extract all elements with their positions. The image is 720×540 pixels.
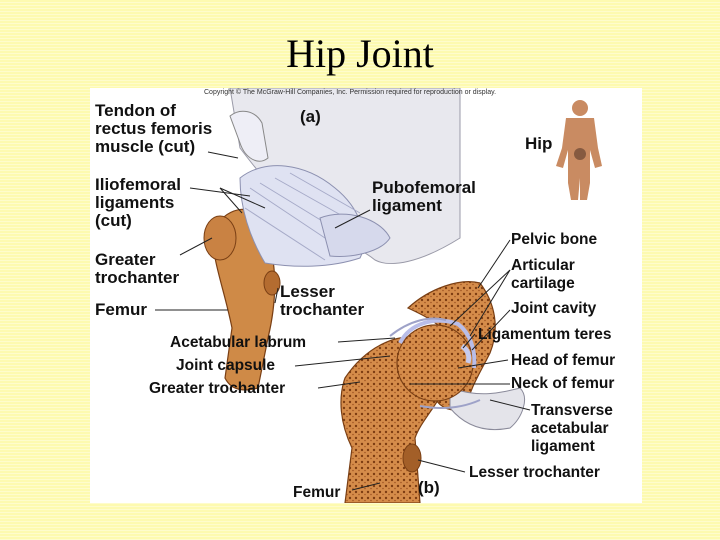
label-tendon-rectus-femoris: Tendon of rectus femoris muscle (cut) (95, 102, 212, 156)
label-line: Lesser (280, 282, 335, 301)
label-pubofemoral-ligament: Pubofemoral ligament (372, 179, 476, 215)
label-line: Iliofemoral (95, 175, 181, 194)
label-line: trochanter (280, 300, 365, 319)
label-transverse-acetabular-ligament: Transverse acetabular ligament (531, 402, 613, 456)
panel-b-tag: (b) (418, 478, 440, 497)
label-greater-trochanter-a: Greater trochanter (95, 251, 179, 287)
copyright-notice: Copyright © The McGraw-Hill Companies, I… (204, 89, 497, 96)
rectus-tendon (229, 110, 269, 162)
label-joint-capsule: Joint capsule (176, 357, 276, 374)
head-of-femur-b (396, 324, 474, 402)
lesser-trochanter-a (263, 270, 281, 296)
label-acetabular-labrum: Acetabular labrum (170, 334, 307, 351)
pubofemoral-ligament (319, 213, 391, 257)
label-articular-cartilage: Articular cartilage (511, 257, 575, 293)
label-line: cartilage (511, 275, 575, 292)
label-line: Tendon of (95, 101, 176, 120)
panel-a-drawing (203, 88, 461, 391)
label-femur-a: Femur (95, 300, 147, 319)
label-iliofemoral-ligaments: Iliofemoral ligaments (cut) (95, 176, 181, 230)
anatomy-illustration (155, 88, 602, 503)
body-inset (556, 100, 602, 200)
label-line: Greater (95, 250, 156, 269)
label-neck-of-femur: Neck of femur (511, 375, 615, 392)
label-line: trochanter (95, 268, 180, 287)
label-line: rectus femoris (95, 119, 213, 138)
label-line: muscle (cut) (95, 137, 196, 156)
label-line: Pubofemoral (372, 178, 476, 197)
hip-joint-figure: Copyright © The McGraw-Hill Companies, I… (90, 88, 642, 503)
greater-trochanter-a (203, 215, 237, 261)
label-line: Articular (511, 257, 575, 274)
panel-b-drawing (340, 281, 525, 503)
slide-title: Hip Joint (286, 31, 434, 76)
articular-cartilage-b (398, 318, 477, 369)
label-femur-b: Femur (293, 484, 341, 501)
label-line: (cut) (95, 211, 132, 230)
label-lesser-trochanter-a: Lesser trochanter (280, 283, 364, 319)
label-greater-trochanter-b: Greater trochanter (149, 380, 286, 397)
label-ligamentum-teres: Ligamentum teres (478, 326, 612, 343)
label-head-of-femur: Head of femur (511, 352, 616, 369)
label-pelvic-bone: Pelvic bone (511, 231, 598, 248)
label-joint-cavity: Joint cavity (511, 300, 597, 317)
label-line: acetabular (531, 420, 609, 437)
hip-inset-label: Hip (525, 134, 553, 153)
panel-a-tag: (a) (300, 107, 321, 126)
label-line: ligament (531, 438, 595, 455)
leader-lines (155, 151, 531, 491)
lesser-trochanter-b (402, 443, 422, 473)
label-line: ligaments (95, 193, 175, 212)
label-line: ligament (372, 196, 442, 215)
label-lesser-trochanter-b: Lesser trochanter (469, 464, 600, 481)
label-line: Transverse (531, 402, 613, 419)
